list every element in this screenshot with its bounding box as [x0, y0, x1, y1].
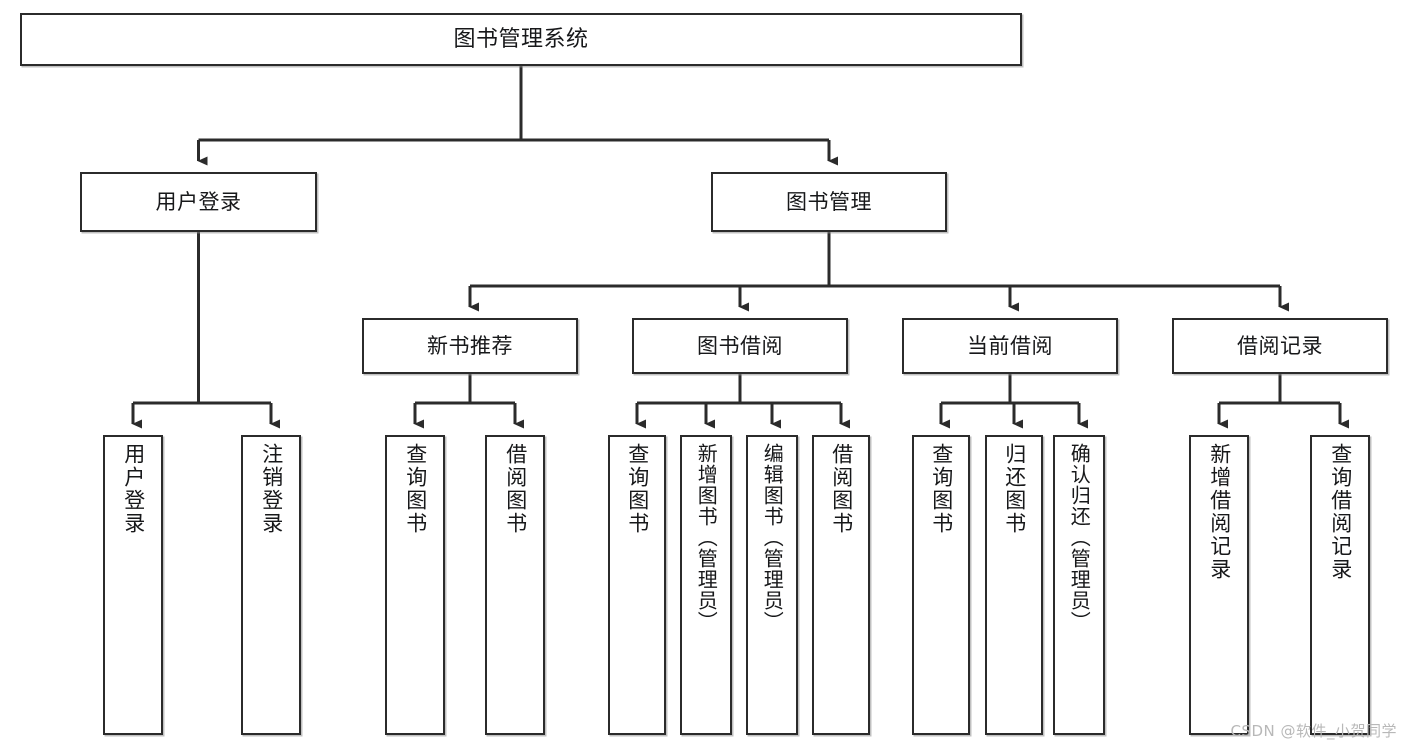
node-label: 新增图书（管理员）	[694, 443, 719, 632]
node-label: 查询图书	[929, 443, 954, 535]
node-label: 用户登录	[121, 443, 146, 535]
node-label: 借阅记录	[1237, 333, 1323, 358]
leaf-query-books-borrow[interactable]: 查询图书	[608, 435, 666, 735]
leaf-user-login[interactable]: 用户登录	[103, 435, 163, 735]
leaf-query-borrow-record[interactable]: 查询借阅记录	[1310, 435, 1370, 735]
node-label: 新书推荐	[427, 333, 513, 358]
node-label: 查询借阅记录	[1328, 443, 1353, 581]
node-root[interactable]: 图书管理系统	[20, 13, 1022, 66]
node-label: 查询图书	[403, 443, 428, 535]
node-label: 编辑图书（管理员）	[760, 443, 785, 632]
leaf-query-books-newbooks[interactable]: 查询图书	[385, 435, 445, 735]
node-book-management[interactable]: 图书管理	[711, 172, 947, 232]
node-label: 借阅图书	[503, 443, 528, 535]
leaf-confirm-return-admin[interactable]: 确认归还（管理员）	[1053, 435, 1105, 735]
node-label: 新增借阅记录	[1207, 443, 1232, 581]
node-user-login[interactable]: 用户登录	[80, 172, 317, 232]
node-label: 注销登录	[259, 443, 284, 535]
leaf-edit-book-admin[interactable]: 编辑图书（管理员）	[746, 435, 798, 735]
node-label: 借阅图书	[829, 443, 854, 535]
node-borrow-records[interactable]: 借阅记录	[1172, 318, 1388, 374]
node-label: 当前借阅	[967, 333, 1053, 358]
node-new-book-recommend[interactable]: 新书推荐	[362, 318, 578, 374]
leaf-add-book-admin[interactable]: 新增图书（管理员）	[680, 435, 732, 735]
node-label: 图书管理系统	[453, 26, 589, 52]
node-label: 查询图书	[625, 443, 650, 535]
node-label: 确认归还（管理员）	[1067, 443, 1092, 632]
leaf-logout-login[interactable]: 注销登录	[241, 435, 301, 735]
node-label: 归还图书	[1002, 443, 1027, 535]
node-label: 图书管理	[786, 189, 872, 214]
leaf-borrow-books-borrow[interactable]: 借阅图书	[812, 435, 870, 735]
node-label: 图书借阅	[697, 333, 783, 358]
node-book-borrow[interactable]: 图书借阅	[632, 318, 848, 374]
leaf-add-borrow-record[interactable]: 新增借阅记录	[1189, 435, 1249, 735]
leaf-return-books[interactable]: 归还图书	[985, 435, 1043, 735]
node-label: 用户登录	[155, 189, 242, 214]
node-current-borrow[interactable]: 当前借阅	[902, 318, 1118, 374]
leaf-borrow-books-newbooks[interactable]: 借阅图书	[485, 435, 545, 735]
leaf-query-books-current[interactable]: 查询图书	[912, 435, 970, 735]
csdn-watermark: CSDN @软件_小贺同学	[1230, 722, 1397, 740]
